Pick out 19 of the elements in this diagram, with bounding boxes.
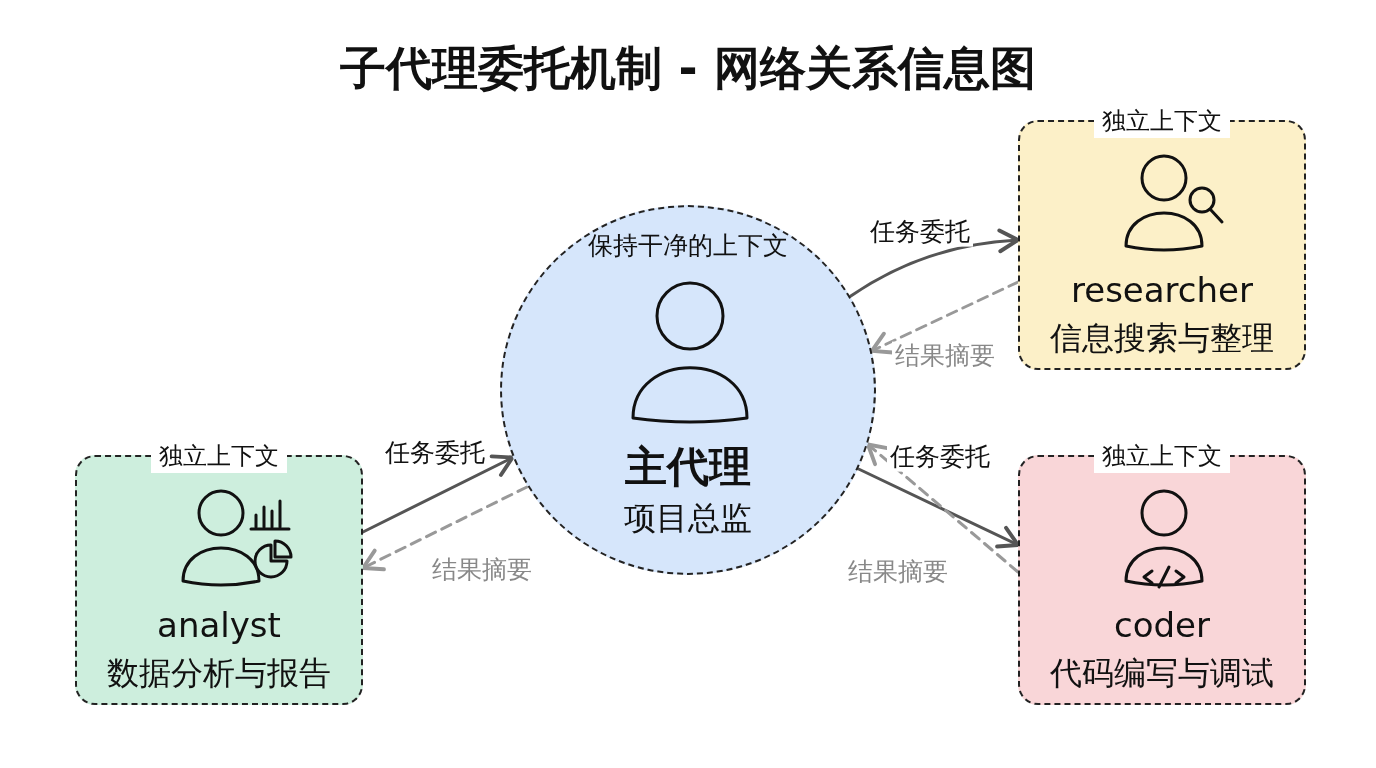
agent-role: 信息搜索与整理	[1049, 318, 1275, 359]
agent-role: 项目总监	[623, 498, 753, 539]
agent-role: 数据分析与报告	[106, 653, 332, 694]
arrow	[849, 228, 1020, 298]
edge-label: 任务委托	[887, 442, 993, 472]
agent-role: 代码编写与调试	[1049, 653, 1275, 694]
agent-name: coder	[1113, 605, 1211, 645]
context-note: 保持干净的上下文	[587, 230, 789, 262]
agent-name: 主代理	[624, 441, 752, 493]
arrow	[857, 467, 1020, 549]
arrow	[361, 454, 515, 534]
arrow	[869, 280, 1020, 355]
arrow	[361, 485, 529, 572]
title: 子代理委托机制 - 网络关系信息图	[339, 40, 1037, 97]
agent-name: analyst	[156, 605, 282, 645]
arrow	[866, 442, 1020, 574]
edge-label: 任务委托	[382, 438, 488, 468]
agent-name: researcher	[1070, 270, 1254, 310]
edge-label: 任务委托	[867, 217, 973, 247]
